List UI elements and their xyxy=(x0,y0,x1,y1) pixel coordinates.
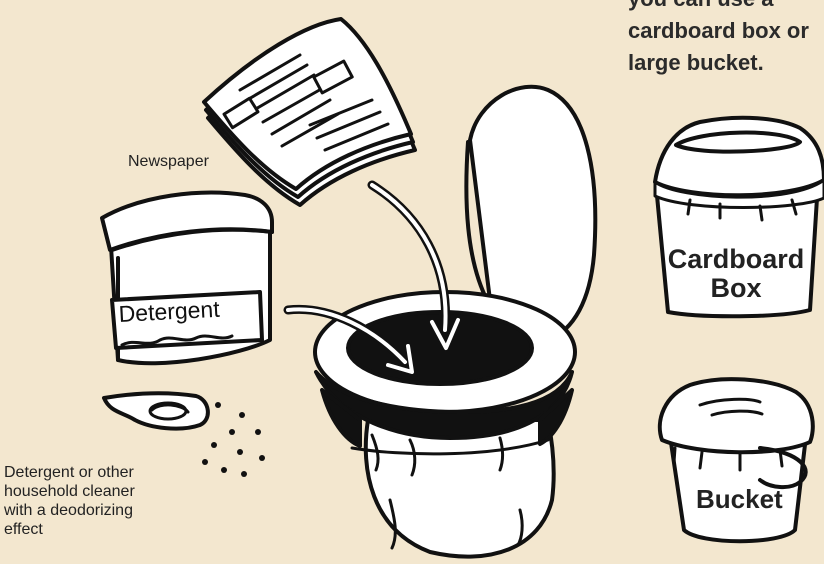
caption-line-1: Detergent or other xyxy=(4,463,204,482)
intro-text-line-1: you can use a xyxy=(628,0,824,15)
bucket-icon xyxy=(660,379,813,541)
newspaper-label: Newspaper xyxy=(128,152,209,171)
detergent-box-icon xyxy=(102,193,272,364)
intro-text-line-3: large bucket. xyxy=(628,47,824,79)
detergent-caption: Detergent or other household cleaner wit… xyxy=(4,463,204,539)
caption-line-4: effect xyxy=(4,520,204,539)
detergent-box-label: Detergent xyxy=(118,296,220,328)
cardboard-box-label: Cardboard Box xyxy=(662,245,810,303)
cardboard-label-line-2: Box xyxy=(662,274,810,303)
newspaper-icon xyxy=(204,19,415,205)
intro-text-line-2: cardboard box or xyxy=(628,15,824,47)
bucket-label: Bucket xyxy=(696,484,783,515)
cardboard-label-line-1: Cardboard xyxy=(662,245,810,274)
caption-line-2: household cleaner xyxy=(4,482,204,501)
scoop-icon xyxy=(104,393,208,428)
powder-dots xyxy=(202,402,265,477)
caption-line-3: with a deodorizing xyxy=(4,501,204,520)
